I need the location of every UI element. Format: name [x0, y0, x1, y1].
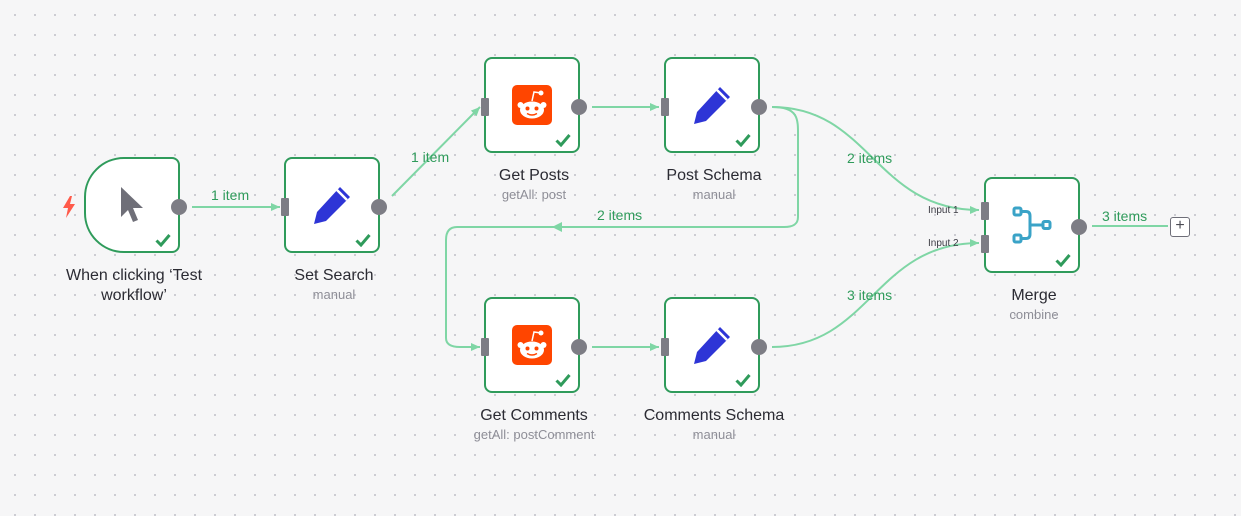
merge-icon — [1012, 206, 1052, 244]
node-merge-label: Merge — [1011, 287, 1057, 304]
edge-label-post-schema-to-merge: 2 items — [847, 150, 893, 166]
success-checkmark-icon — [735, 374, 751, 387]
input-port[interactable] — [281, 198, 289, 216]
success-checkmark-icon — [735, 134, 751, 147]
node-get-comments-label: Get Comments — [480, 407, 588, 424]
add-node-button[interactable]: + — [1170, 217, 1190, 237]
output-port[interactable] — [371, 199, 387, 215]
node-get-posts-label: Get Posts — [498, 167, 570, 184]
node-post-schema[interactable] — [661, 57, 767, 153]
node-get-posts[interactable] — [481, 57, 587, 153]
edge-set-search-to-get-posts — [391, 106, 481, 197]
trigger-bolt-icon — [63, 196, 75, 218]
output-port[interactable] — [571, 339, 587, 355]
node-merge-subtitle: combine — [1009, 307, 1059, 322]
cursor-icon — [121, 187, 143, 222]
output-port[interactable] — [1071, 219, 1087, 235]
pencil-icon — [314, 187, 350, 224]
pencil-icon — [694, 87, 730, 124]
node-trigger[interactable] — [84, 157, 187, 253]
edge-comments-schema-to-merge — [771, 239, 980, 348]
input-port-1[interactable] — [981, 202, 989, 220]
input-port[interactable] — [661, 338, 669, 356]
node-comments-schema-label: Comments Schema — [643, 407, 785, 424]
edge-label-set-to-posts: 1 item — [411, 149, 450, 165]
input-port-2[interactable] — [981, 235, 989, 253]
output-port[interactable] — [751, 99, 767, 115]
merge-input-1-label: Input 1 — [928, 205, 959, 216]
success-checkmark-icon — [555, 374, 571, 387]
output-port[interactable] — [571, 99, 587, 115]
edge-label-merge-out: 3 items — [1102, 208, 1148, 224]
node-set-search[interactable] — [281, 157, 387, 253]
node-set-search-subtitle: manual — [312, 287, 356, 302]
node-merge[interactable] — [981, 177, 1087, 273]
reddit-icon — [512, 325, 552, 365]
node-get-comments[interactable] — [481, 297, 587, 393]
node-post-schema-subtitle: manual — [692, 187, 736, 202]
success-checkmark-icon — [1055, 254, 1071, 267]
node-post-schema-label: Post Schema — [666, 167, 762, 184]
node-get-posts-subtitle: getAll: post — [501, 187, 567, 202]
input-port[interactable] — [481, 338, 489, 356]
node-get-comments-subtitle: getAll: postComment — [473, 427, 595, 442]
node-trigger-label: When clicking ‘Test workflow’ — [65, 267, 203, 304]
node-set-search-label: Set Search — [294, 267, 374, 284]
success-checkmark-icon — [155, 234, 171, 247]
edge-post-schema-to-get-comments — [445, 106, 800, 351]
input-port[interactable] — [481, 98, 489, 116]
reddit-icon — [512, 85, 552, 125]
node-comments-schema-subtitle: manual — [692, 427, 736, 442]
output-port[interactable] — [751, 339, 767, 355]
edge-label-post-schema-to-comments: 2 items — [597, 207, 643, 223]
edge-label-trigger-to-set: 1 item — [211, 187, 250, 203]
output-port[interactable] — [171, 199, 187, 215]
edge-label-comments-schema-to-merge: 3 items — [847, 287, 893, 303]
success-checkmark-icon — [355, 234, 371, 247]
node-comments-schema[interactable] — [661, 297, 767, 393]
input-port[interactable] — [661, 98, 669, 116]
edge-post-schema-to-merge — [771, 106, 980, 214]
mid-arrow-2-items — [552, 222, 562, 232]
success-checkmark-icon — [555, 134, 571, 147]
pencil-icon — [694, 327, 730, 364]
merge-input-2-label: Input 2 — [928, 238, 959, 249]
